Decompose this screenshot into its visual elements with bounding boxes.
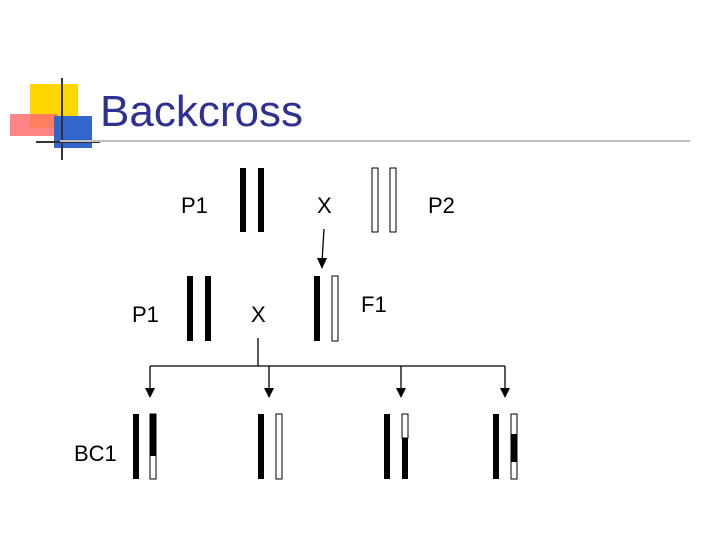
- chromosome-segment-black: [150, 414, 156, 456]
- slide-title: Backcross: [100, 87, 303, 136]
- logo-red-bar: [10, 114, 58, 136]
- cross-symbol-mid: X: [251, 302, 266, 327]
- arrow-shaft-to-f1: [322, 229, 324, 262]
- arrow-head-offspring-2: [264, 388, 274, 398]
- arrow-head-offspring-1: [145, 388, 155, 398]
- p1-mid-chromosome-pair: [187, 276, 211, 341]
- chromosome: [332, 276, 338, 341]
- label-p1-mid: P1: [132, 302, 159, 327]
- bc1-offspring-2: [258, 414, 282, 479]
- chromosome: [258, 168, 264, 232]
- chromosome-segment-white: [402, 414, 408, 438]
- chromosome: [372, 168, 378, 232]
- logo-blue-square: [54, 116, 92, 148]
- chromosome: [258, 414, 264, 479]
- chromosome: [205, 276, 211, 341]
- p1-top-chromosome-pair: [240, 168, 264, 232]
- label-p1-top: P1: [181, 193, 208, 218]
- bc1-offspring-3: [384, 414, 408, 479]
- chromosome: [390, 168, 396, 232]
- bc1-offspring-1: [133, 414, 156, 479]
- cross-symbol-top: X: [317, 193, 332, 218]
- arrow-head-offspring-3: [396, 388, 406, 398]
- bc1-offspring-4: [493, 414, 517, 479]
- f1-chromosome-pair: [314, 276, 338, 341]
- label-bc1: BC1: [74, 441, 117, 466]
- chromosome: [276, 414, 282, 479]
- chromosome: [314, 276, 320, 341]
- p2-chromosome-pair: [372, 168, 396, 232]
- arrow-head-to-f1: [317, 258, 327, 269]
- chromosome: [384, 414, 390, 479]
- chromosome: [240, 168, 246, 232]
- chromosome: [493, 414, 499, 479]
- label-p2: P2: [428, 193, 455, 218]
- chromosome: [133, 414, 139, 479]
- label-f1: F1: [361, 292, 387, 317]
- arrow-head-offspring-4: [500, 388, 510, 398]
- chromosome-segment-black: [511, 434, 517, 462]
- offspring-branch-connector: [150, 338, 505, 390]
- chromosome: [187, 276, 193, 341]
- slide-logo-icon: [10, 78, 100, 160]
